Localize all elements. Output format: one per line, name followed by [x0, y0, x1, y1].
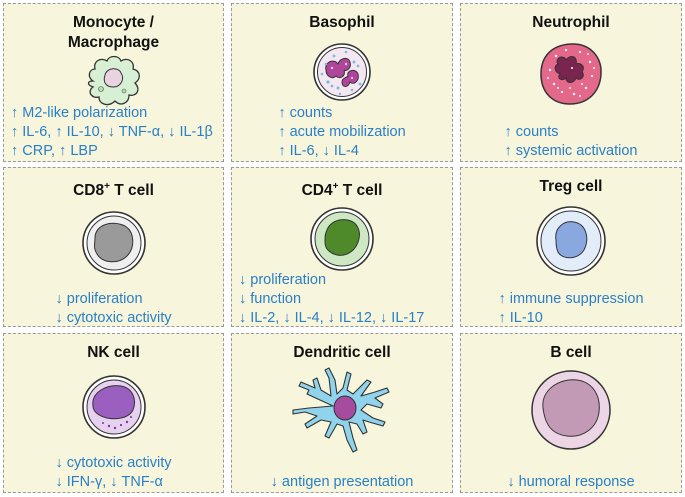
effect-item: ↓ function [239, 291, 302, 307]
effect-item: ↓ IL-2, ↓ IL-4, ↓ IL-12, ↓ IL-17 [239, 310, 425, 326]
effects-list: ↑ counts ↑ acute mobilization ↑ IL-6, ↓ … [232, 104, 452, 161]
effect-item: ↓ antigen presentation [270, 474, 414, 490]
effect-item: ↓ cytotoxic activity [55, 455, 172, 471]
nk-cell-icon [81, 375, 146, 439]
treg-cell-icon [536, 206, 606, 276]
effect-item: ↑ counts [504, 124, 559, 140]
panel-title: Neutrophil [532, 14, 610, 31]
panel-title: NK cell [87, 344, 140, 361]
effect-item: ↓ cytotoxic activity [55, 310, 172, 326]
title-rest: T cell [338, 182, 383, 200]
neutrophil-icon [540, 43, 602, 105]
cd4-t-cell-icon [310, 207, 374, 271]
effect-item: ↑ counts [278, 105, 333, 121]
title-superscript: + [332, 181, 339, 192]
panel-title: Basophil [309, 14, 375, 31]
basophil-icon [313, 43, 371, 101]
panel-cd4-t-cell: CD4+ T cell ↓ proliferation ↓ function ↓… [231, 167, 453, 327]
effect-item: ↑ systemic activation [504, 143, 638, 159]
effect-item: ↑ IL-6, ↓ IL-4 [278, 143, 359, 159]
cd8-t-cell-icon [81, 211, 146, 275]
panel-b-cell: B cell ↓ humoral response [460, 333, 682, 493]
effects-list: ↓ proliferation ↓ function ↓ IL-2, ↓ IL-… [239, 271, 424, 328]
panel-monocyte: Monocyte / Macrophage ↑ M2-like polariza… [3, 3, 224, 162]
b-cell-icon [531, 370, 611, 450]
effect-item: ↓ proliferation [55, 291, 143, 307]
title-rest: T cell [109, 182, 154, 200]
title-line-2: Macrophage [67, 34, 160, 51]
effects-list: ↑ counts ↑ systemic activation [461, 123, 681, 161]
panel-title: Dendritic cell [293, 344, 391, 361]
effect-item: ↑ IL-10 [498, 310, 543, 326]
effect-item: ↑ acute mobilization [278, 124, 406, 140]
dendritic-cell-icon [292, 367, 390, 453]
effect-item: ↑ immune suppression [498, 291, 644, 307]
effect-item: ↑ M2-like polarization [11, 105, 148, 121]
effects-list: ↑ immune suppression ↑ IL-10 [461, 290, 681, 328]
panel-title: Treg cell [539, 178, 603, 195]
title-line-1: Monocyte / [73, 14, 154, 31]
panel-nk-cell: NK cell ↓ cytotoxic activity ↓ IFN-γ, ↓ … [3, 333, 224, 493]
panel-title: B cell [550, 344, 592, 361]
effect-item: ↓ proliferation [239, 272, 327, 288]
panel-neutrophil: Neutrophil ↑ counts ↑ systemic activatio… [460, 3, 682, 162]
macrophage-icon [87, 55, 140, 106]
effect-item: ↑ CRP, ↑ LBP [11, 143, 98, 159]
panel-title: CD4+ T cell [232, 177, 452, 201]
effect-item: ↓ IFN-γ, ↓ TNF-α [55, 474, 163, 490]
title-superscript: + [104, 181, 110, 192]
panel-dendritic-cell: Dendritic cell ↓ antigen presentation [231, 333, 453, 493]
panel-title: CD8+ T cell [4, 177, 223, 201]
effect-item: ↓ humoral response [507, 474, 635, 490]
title-main: CD4 [301, 182, 333, 200]
effects-list: ↓ humoral response [461, 473, 681, 492]
panel-basophil: Basophil ↑ counts ↑ acute mobilization ↑… [231, 3, 453, 162]
title-main: CD8 [73, 182, 105, 200]
effects-list: ↑ M2-like polarization ↑ IL-6, ↑ IL-10, … [11, 104, 213, 161]
panel-treg-cell: Treg cell ↑ immune suppression ↑ IL-10 [460, 167, 682, 327]
effects-list: ↓ proliferation ↓ cytotoxic activity [4, 290, 223, 328]
panel-cd8-t-cell: CD8+ T cell ↓ proliferation ↓ cytotoxic … [3, 167, 224, 327]
effect-item: ↑ IL-6, ↑ IL-10, ↓ TNF-α, ↓ IL-1β [11, 124, 213, 140]
effects-list: ↓ cytotoxic activity ↓ IFN-γ, ↓ TNF-α [4, 454, 223, 492]
panel-title: Monocyte / Macrophage [4, 13, 223, 53]
effects-list: ↓ antigen presentation [232, 473, 452, 492]
